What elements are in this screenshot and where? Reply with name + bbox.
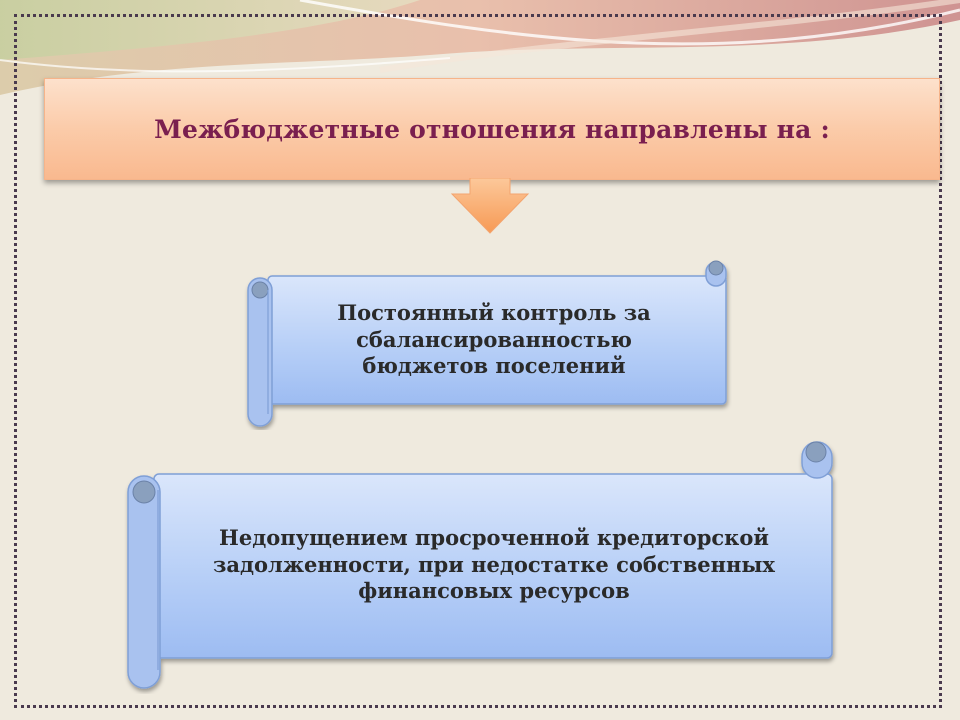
scroll-text-line: Постоянный контроль за — [337, 300, 651, 326]
scroll-text: Недопущением просроченной кредиторской з… — [174, 500, 814, 630]
scroll-text-line: задолженности, при недостатке собственны… — [213, 551, 775, 577]
down-arrow-icon — [450, 178, 530, 234]
dotted-frame — [14, 14, 942, 708]
scroll-shape — [127, 441, 833, 689]
scroll-text: Постоянный контроль за сбалансированност… — [284, 292, 704, 388]
scroll-shape — [247, 260, 727, 427]
scroll-text-line: Недопущением просроченной кредиторской — [219, 525, 769, 551]
scroll-text-line: финансовых ресурсов — [358, 578, 630, 604]
slide-title: Межбюджетные отношения направлены на : — [154, 114, 830, 144]
scroll-text-line: бюджетов поселений — [362, 353, 626, 379]
scroll-text-line: сбалансированностью — [356, 326, 632, 352]
scroll-item-overdue-debt: Недопущением просроченной кредиторской з… — [124, 440, 840, 694]
scroll-item-balance-control: Постоянный контроль за сбалансированност… — [244, 254, 732, 430]
title-box: Межбюджетные отношения направлены на : — [44, 78, 940, 180]
